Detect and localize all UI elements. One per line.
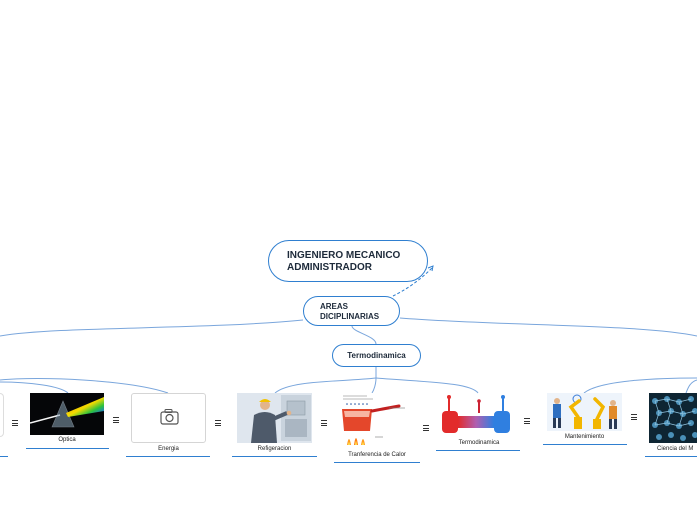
menu-icon[interactable] xyxy=(12,420,18,428)
card-label: Energia xyxy=(158,446,179,452)
areas-label: AREAS DICIPLINARIAS xyxy=(320,302,380,321)
prism-icon xyxy=(29,393,104,435)
termodinamica-branch-label: Termodinamica xyxy=(347,351,406,360)
card-underline xyxy=(26,448,109,449)
card-underline xyxy=(543,444,627,445)
card-underline xyxy=(232,456,317,457)
technician-photo xyxy=(237,393,312,443)
root-label: INGENIERO MECANICO ADMINISTRADOR xyxy=(287,250,401,273)
card-label: Mantenimiento xyxy=(564,434,605,440)
partial-card-underline xyxy=(0,456,8,457)
card-underline xyxy=(126,456,210,457)
card-label: Termodinamica xyxy=(458,440,500,446)
menu-icon[interactable] xyxy=(215,420,221,428)
lattice-structure-image xyxy=(649,393,697,443)
menu-icon[interactable] xyxy=(423,425,429,433)
menu-icon[interactable] xyxy=(524,418,530,426)
card-label: Refigeracion xyxy=(257,446,292,452)
heat-pot-diagram xyxy=(342,395,405,445)
menu-icon[interactable] xyxy=(321,420,327,428)
card-label: Optica xyxy=(58,437,76,443)
card-ciencia-del-materiales[interactable] xyxy=(649,393,697,443)
card-label: Ciencia del M xyxy=(657,446,694,452)
camera-icon xyxy=(160,409,179,425)
card-underline xyxy=(334,462,420,463)
menu-icon[interactable] xyxy=(631,414,637,422)
robot-arms-illustration xyxy=(547,393,622,431)
card-underline xyxy=(645,456,697,457)
card-termodinamica[interactable] xyxy=(440,393,518,437)
areas-node[interactable]: AREAS DICIPLINARIAS xyxy=(303,296,400,326)
menu-icon[interactable] xyxy=(113,417,119,425)
card-underline xyxy=(436,450,520,451)
partial-card-left xyxy=(0,393,4,437)
card-optica[interactable] xyxy=(29,393,104,435)
card-tranferencia-de-calor[interactable] xyxy=(337,393,417,448)
card-energia[interactable] xyxy=(131,393,206,443)
root-node[interactable]: INGENIERO MECANICO ADMINISTRADOR xyxy=(268,240,428,282)
card-refigeracion[interactable] xyxy=(237,393,312,443)
termodinamica-branch-node[interactable]: Termodinamica xyxy=(332,344,421,367)
card-label: Tranferencia de Calor xyxy=(348,452,406,458)
card-mantenimiento[interactable] xyxy=(547,393,622,431)
heat-exchange-diagram xyxy=(442,395,510,433)
